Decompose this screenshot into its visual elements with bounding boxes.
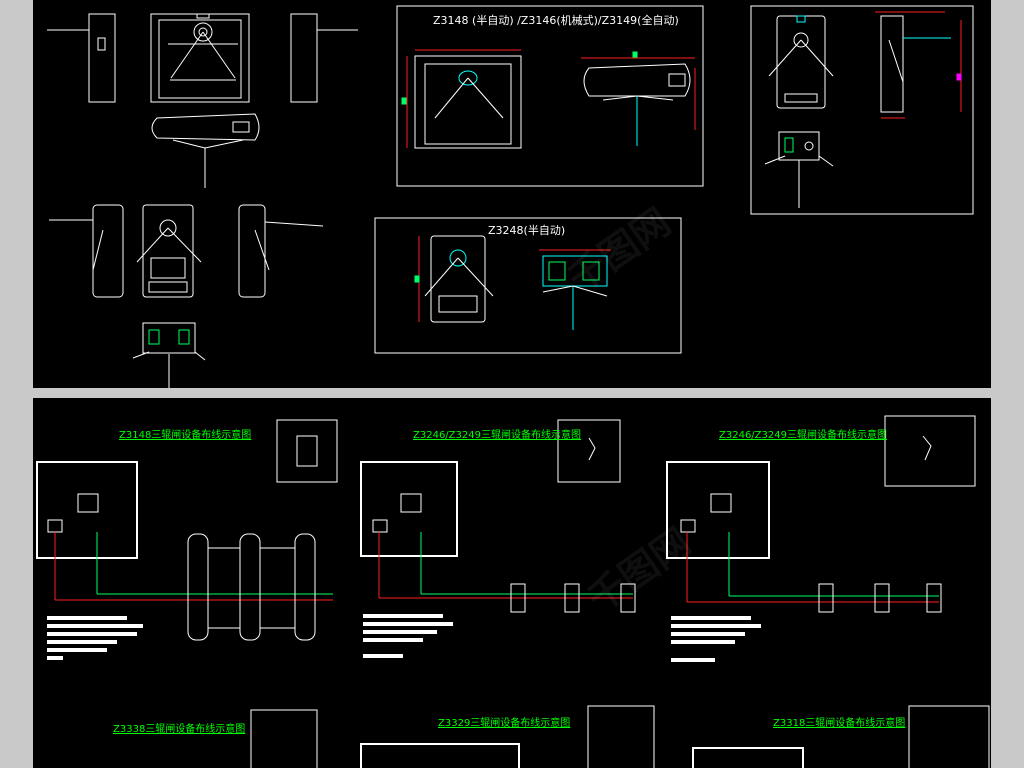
wiring-diagram-1 (36, 461, 333, 641)
turnstile-icon (922, 435, 932, 461)
box3-front-drawing (768, 15, 834, 109)
turnstile-icon (588, 437, 596, 461)
diagram-title-5: Z3329三辊闸设备布线示意图 (438, 716, 570, 729)
icon-box-4 (250, 709, 318, 768)
diagram-title-1: Z3148三辊闸设备布线示意图 (119, 428, 251, 441)
box3-side-drawing (875, 11, 962, 119)
control-room-box-5 (692, 747, 804, 768)
diagram-title-2: Z3246/Z3249三辊闸设备布线示意图 (413, 428, 581, 441)
box1-title: Z3148 (半自动) /Z3146(机械式)/Z3149(全自动) (433, 13, 679, 27)
icon-box-5 (587, 705, 655, 768)
box3-top-drawing (764, 131, 834, 208)
bottom-drawing-canvas: Z3148三辊闸设备布线示意图 Z3246/Z3249三辊闸设备布线示意图 Z3… (36, 415, 990, 768)
legend-bars (47, 614, 761, 662)
wiring-diagram-3 (666, 461, 942, 613)
turnstile-side-view-left-2 (49, 204, 124, 298)
box1-top-drawing (581, 51, 696, 146)
box2-top-drawing (539, 249, 611, 330)
diagram-title-6: Z3318三辊闸设备布线示意图 (773, 716, 905, 729)
top-drawing-panel: Z3148 (半自动) /Z3146(机械式)/Z3149(全自动) Z3248… (33, 0, 991, 388)
turnstile-side-view-right-2 (238, 204, 324, 298)
turnstile-side-view-left (47, 13, 116, 103)
box2-front-drawing (414, 235, 494, 323)
turnstile-top-view (151, 113, 260, 188)
turnstile-front-view-2 (136, 204, 202, 298)
box1-front-drawing (401, 49, 522, 149)
model-box-z3248 (374, 217, 682, 354)
turnstile-side-view-right (290, 13, 358, 103)
model-box-z3148 (396, 5, 704, 187)
model-box-right (750, 5, 974, 215)
bottom-drawing-panel: Z3148三辊闸设备布线示意图 Z3246/Z3249三辊闸设备布线示意图 Z3… (33, 398, 991, 768)
wiring-diagram-2 (360, 461, 636, 613)
diagram-title-4: Z3338三辊闸设备布线示意图 (113, 722, 245, 735)
top-drawing-canvas: Z3148 (半自动) /Z3146(机械式)/Z3149(全自动) Z3248… (47, 5, 974, 388)
icon-box-3 (884, 415, 976, 487)
turnstile-top-view-2 (132, 322, 206, 388)
diagram-title-3: Z3246/Z3249三辊闸设备布线示意图 (719, 428, 887, 441)
turnstile-icon (296, 435, 318, 467)
icon-box-2 (557, 419, 621, 483)
control-room-box-4 (360, 743, 520, 768)
icon-box-6 (908, 705, 990, 768)
turnstile-front-view (150, 13, 250, 103)
icon-box-1 (276, 419, 338, 483)
box2-title: Z3248(半自动) (488, 223, 565, 237)
